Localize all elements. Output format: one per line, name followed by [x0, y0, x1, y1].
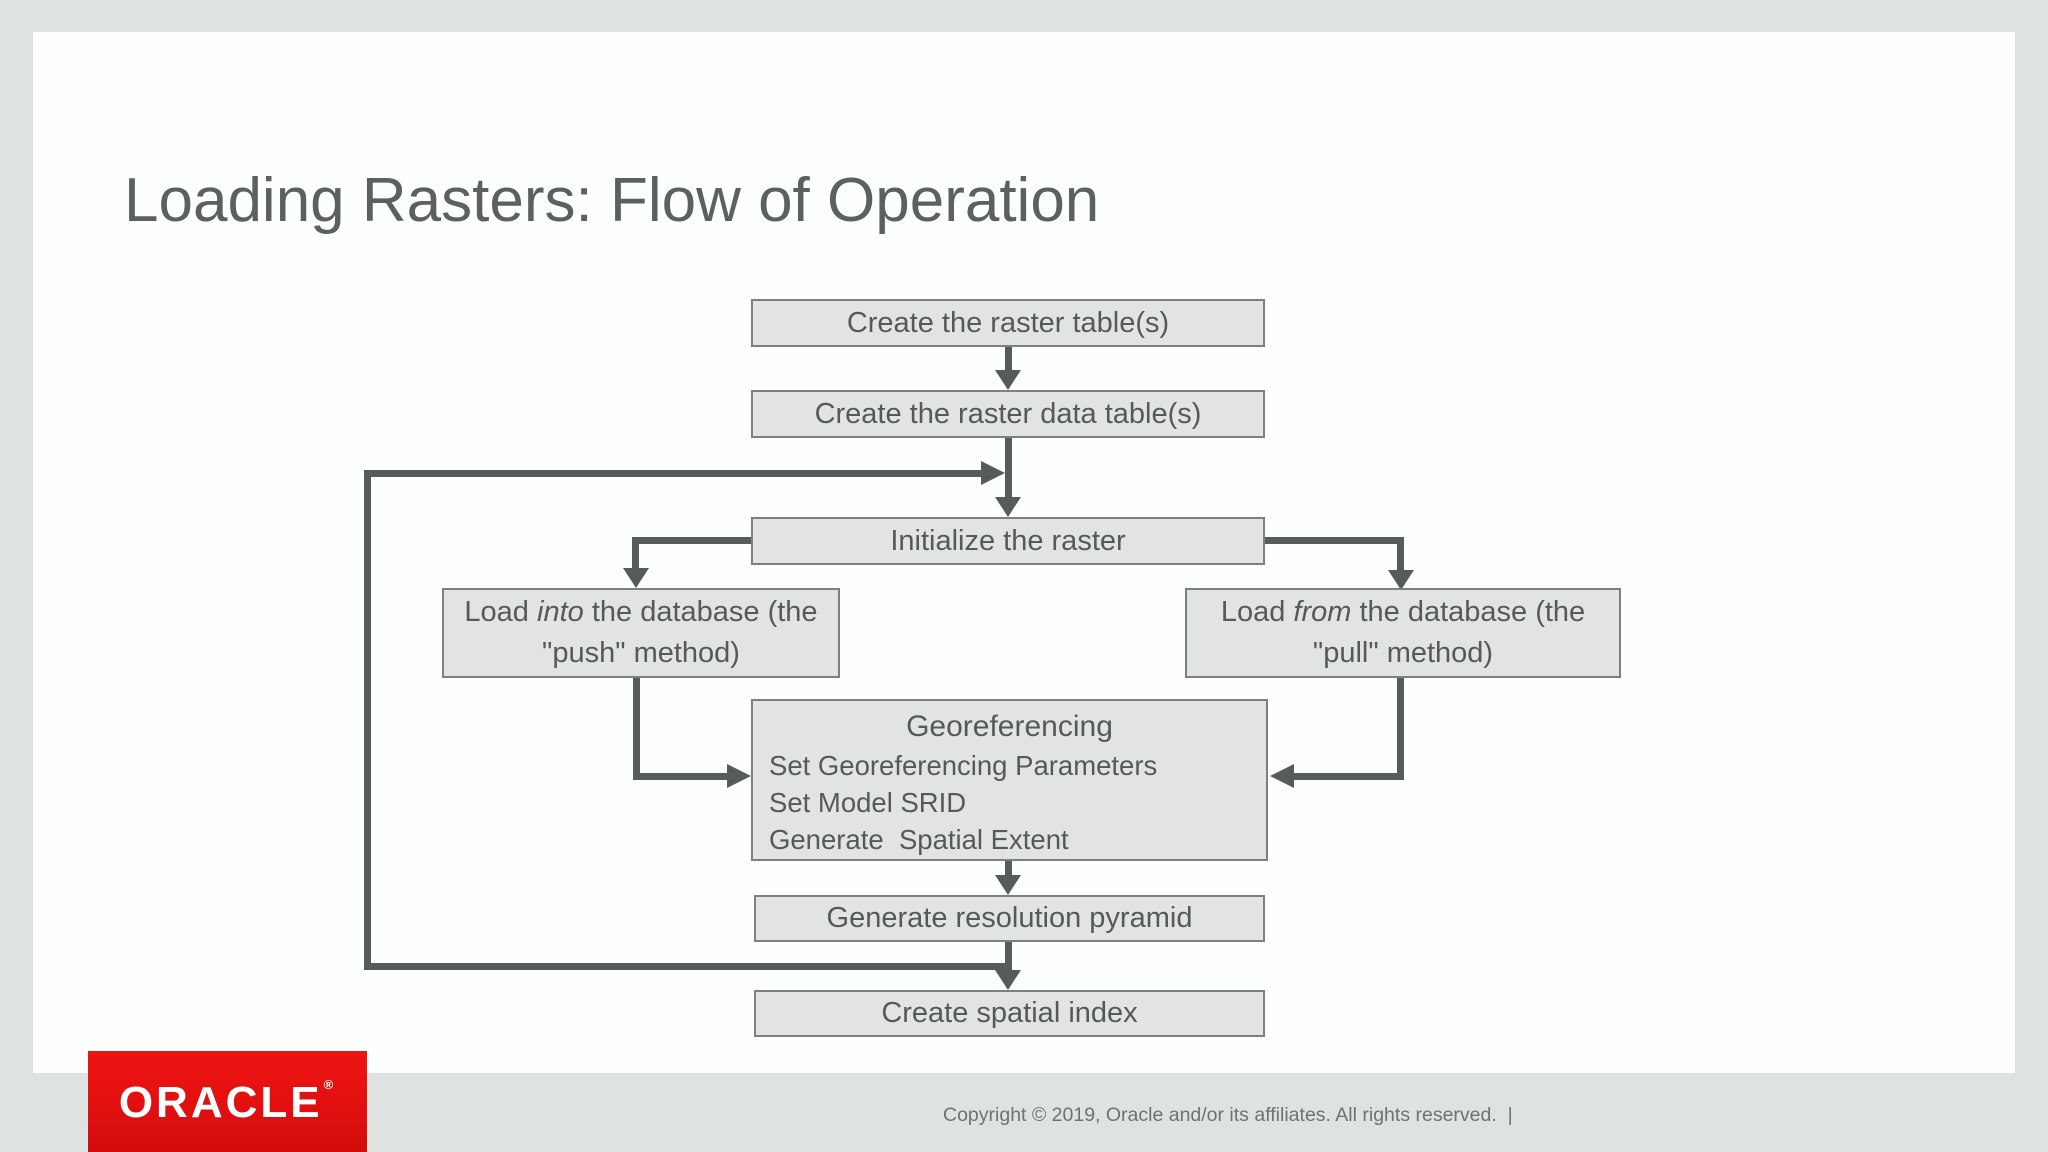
flow-box-label: Initialize the raster	[890, 524, 1126, 557]
connector-line	[1294, 773, 1404, 780]
flow-box-label: Create the raster table(s)	[846, 306, 1170, 339]
georeferencing-title: Georeferencing	[906, 710, 1113, 743]
connector-line	[633, 773, 727, 780]
connector-line	[1005, 861, 1012, 875]
georeferencing-item: Generate Spatial Extent	[769, 824, 1069, 855]
georeferencing-item: Set Model SRID	[769, 787, 967, 818]
arrowhead-right-icon	[727, 764, 751, 788]
copyright-text: Copyright © 2019, Oracle and/or its affi…	[943, 1104, 1513, 1126]
emphasized-word: into	[537, 595, 584, 628]
flow-box-initialize-raster: Initialize the raster	[751, 517, 1265, 565]
connector-line	[1397, 677, 1404, 780]
flow-box-create-raster-table: Create the raster table(s)	[751, 299, 1265, 347]
flow-box-create-raster-data-table: Create the raster data table(s)	[751, 390, 1265, 438]
arrowhead-down-icon	[1388, 570, 1414, 590]
arrowhead-down-icon	[995, 970, 1021, 990]
loopback-left-line	[364, 470, 371, 970]
connector-line	[1005, 347, 1012, 370]
arrowhead-down-icon	[995, 497, 1021, 517]
connector-line	[632, 537, 751, 544]
flow-box-label: Create spatial index	[881, 997, 1138, 1029]
connector-line	[1005, 942, 1012, 970]
arrowhead-down-icon	[623, 568, 649, 588]
arrowhead-down-icon	[995, 875, 1021, 895]
arrowhead-left-icon	[1270, 764, 1294, 788]
slide-title: Loading Rasters: Flow of Operation	[124, 166, 1100, 235]
flow-box-label: Load from the database (the "pull" metho…	[1220, 595, 1586, 669]
flow-box-load-into-database: Load into the database (the "push" metho…	[442, 588, 840, 678]
connector-line	[1265, 537, 1404, 544]
slide: Loading Rasters: Flow of Operation	[33, 32, 2015, 1073]
flow-box-label: Create the raster data table(s)	[814, 397, 1202, 430]
oracle-logo: ORACLE®	[88, 1051, 367, 1152]
flow-box-label: Generate resolution pyramid	[826, 902, 1193, 934]
arrowhead-down-icon	[995, 370, 1021, 390]
connector-line	[1005, 438, 1012, 497]
loopback-bottom-line	[364, 963, 1005, 970]
connector-line	[633, 677, 640, 780]
flow-box-create-spatial-index: Create spatial index	[754, 990, 1265, 1037]
registered-trademark-icon: ®	[323, 1077, 337, 1092]
georeferencing-item: Set Georeferencing Parameters	[769, 750, 1158, 781]
flow-box-georeferencing: Georeferencing Set Georeferencing Parame…	[751, 699, 1268, 861]
connector-line	[1397, 537, 1404, 570]
oracle-logo-wordmark: ORACLE®	[118, 1077, 337, 1127]
arrowhead-right-icon	[981, 461, 1005, 485]
flow-box-generate-resolution-pyramid: Generate resolution pyramid	[754, 895, 1265, 942]
emphasized-word: from	[1293, 595, 1352, 628]
flow-box-load-from-database: Load from the database (the "pull" metho…	[1185, 588, 1621, 678]
loopback-top-line	[364, 470, 981, 477]
flow-box-label: Load into the database (the "push" metho…	[464, 595, 818, 669]
connector-line	[632, 537, 639, 568]
